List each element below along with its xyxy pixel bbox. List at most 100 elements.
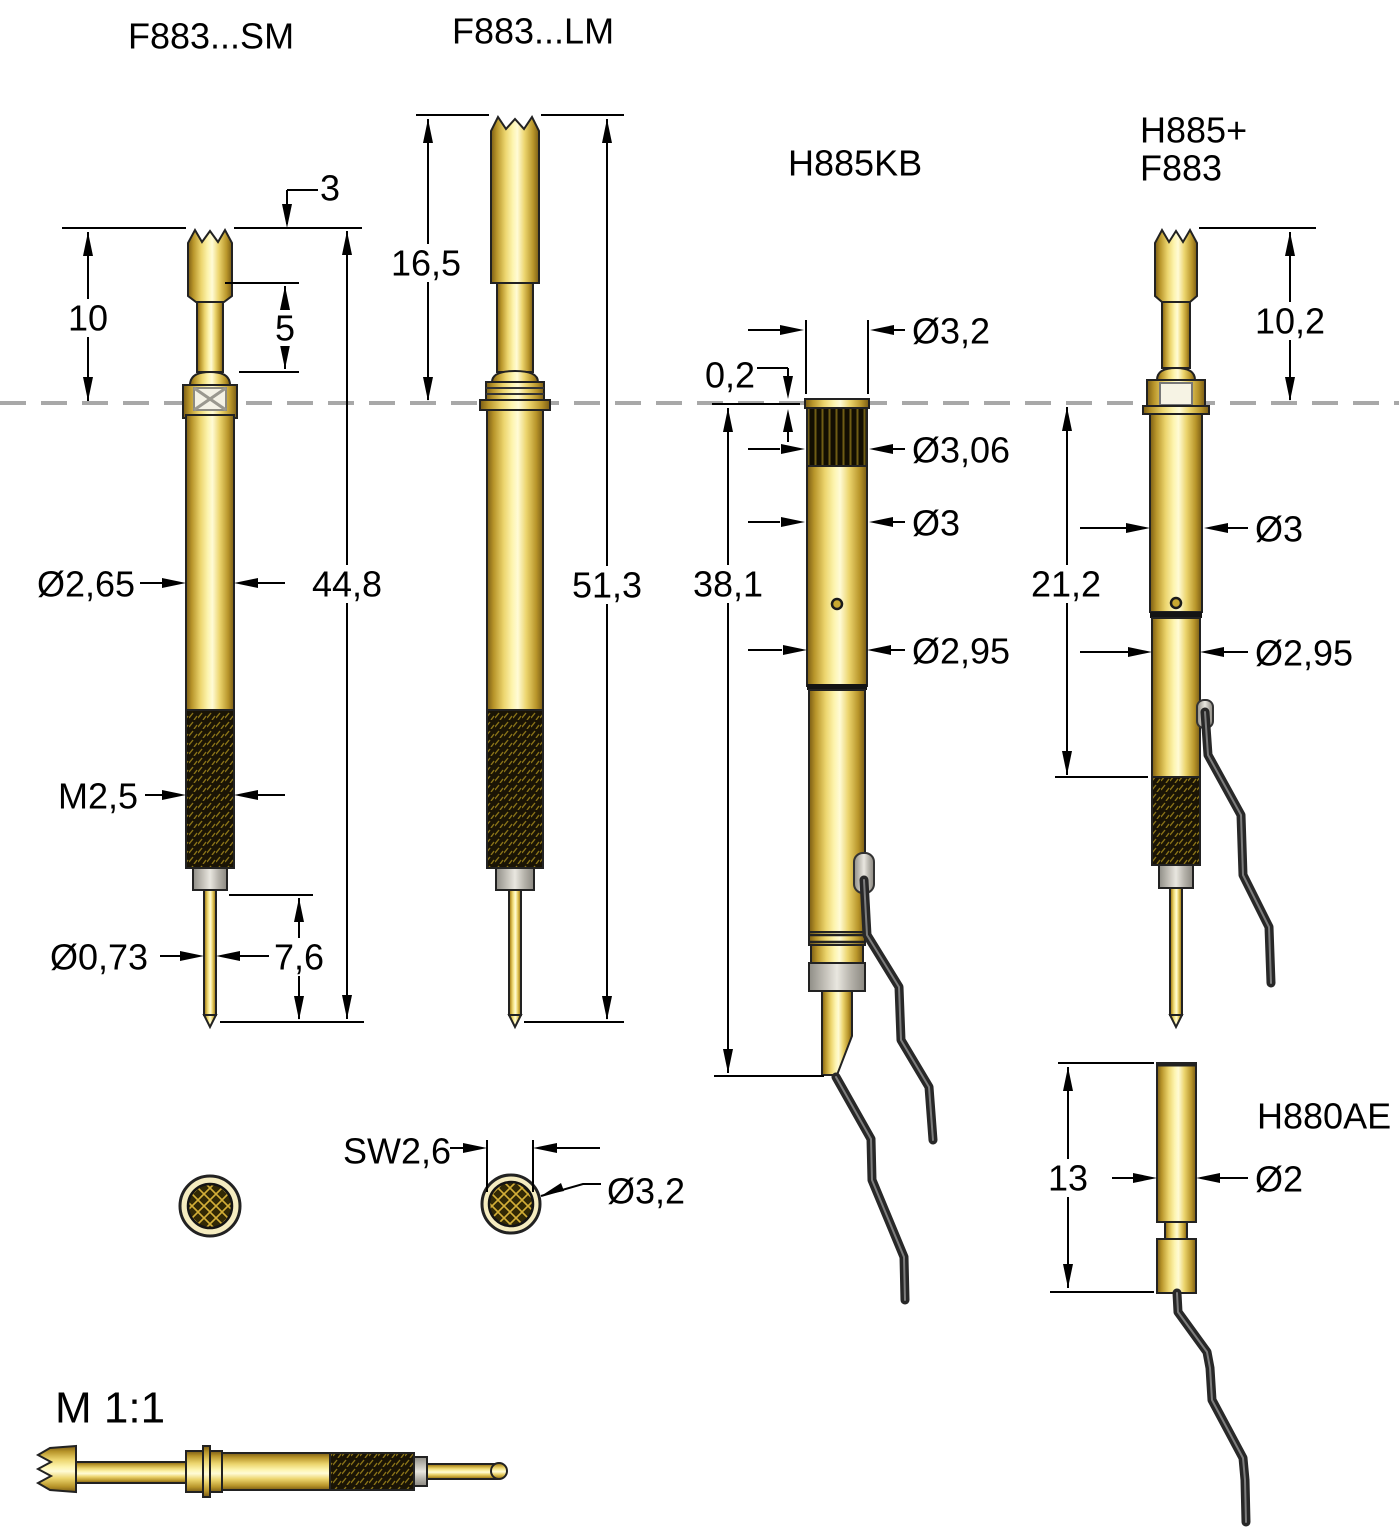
- dim-bg: [305, 565, 389, 603]
- probe2-title-label: F883...LM: [452, 11, 614, 52]
- dim-bg: [686, 565, 770, 603]
- dim-probe1-thread: M2,5: [58, 776, 138, 817]
- probe6-pin-tip: [490, 1462, 508, 1480]
- dim-probe1-pin-length: 7,6: [274, 937, 324, 978]
- dimension-lines: [62, 114, 1316, 1293]
- probe-f883-sm-drawing: [182, 227, 238, 1030]
- probe6-press-collar: [413, 1456, 428, 1487]
- probe2-collar-flange: [479, 399, 551, 411]
- scale-1to1-probe-drawing: [35, 1444, 508, 1498]
- probe2-thread: [486, 709, 544, 869]
- head-end-views: [178, 1173, 542, 1238]
- probe-h880ae-drawing: [1156, 1062, 1251, 1527]
- probe1-pin-tip: [202, 1014, 218, 1030]
- dim-probe3-body-diameter: Ø3: [912, 503, 960, 544]
- probe5-wire: [1172, 1288, 1251, 1527]
- probe1-press-collar: [192, 867, 228, 891]
- dim-probe1-pin-diameter: Ø0,73: [50, 937, 148, 978]
- probe1-termination-pin: [203, 889, 217, 1016]
- probe3-grey-collar: [808, 962, 866, 992]
- dim-probe4-body-diameter: Ø3: [1255, 509, 1303, 550]
- probe4-collar-dome: [1155, 366, 1197, 381]
- dim-probe3-knurl-diameter: Ø3,06: [912, 430, 1010, 471]
- probe5-neck: [1164, 1221, 1188, 1240]
- dim-bg: [62, 299, 114, 337]
- dim-probe1-top-length: 10: [68, 298, 108, 339]
- receptacle-h885kb-drawing: [804, 398, 938, 1305]
- dim-bg: [269, 938, 330, 976]
- dim-bg: [383, 244, 473, 282]
- probe2-plunger: [496, 282, 534, 373]
- probe4-wire: [1200, 707, 1276, 988]
- dim-probe1-overall-length: 44,8: [312, 564, 382, 605]
- probe4-title-line2-label: F883: [1140, 148, 1222, 189]
- dim-endview-head-diameter: Ø3,2: [607, 1171, 685, 1212]
- dim-bg: [1024, 565, 1108, 603]
- probe2-head: [490, 115, 540, 284]
- probe4-body: [1149, 413, 1203, 613]
- probe4-plunger: [1161, 301, 1191, 369]
- probe5-wire-highlight: [1176, 1292, 1247, 1523]
- probe4-thread: [1151, 776, 1201, 866]
- probe3-wire-left: [831, 1072, 910, 1305]
- dim-probe4-receptacle-length: 21,2: [1031, 564, 1101, 605]
- probe6-barrel: [221, 1452, 331, 1491]
- dim-probe5-length: 13: [1048, 1158, 1088, 1199]
- probe4-hex-flat: [1159, 382, 1193, 406]
- probe3-wire-right-highlight: [863, 879, 934, 1141]
- dim-probe4-lower-diameter: Ø2,95: [1255, 633, 1353, 674]
- dim-probe3-flange-diameter: Ø3,2: [912, 311, 990, 352]
- probe3-knurl: [806, 407, 868, 467]
- dim-probe4-top-length: 10,2: [1255, 301, 1325, 342]
- probe1-barrel: [185, 414, 235, 711]
- dim-probe3-lower-diameter: Ø2,95: [912, 631, 1010, 672]
- probe3-lower-body: [808, 689, 866, 933]
- probe6-termination-pin: [426, 1463, 498, 1480]
- dim-bg: [565, 566, 649, 604]
- dim-bg: [1246, 302, 1334, 340]
- probe2-collar-dome: [490, 369, 540, 383]
- probe3-separator: [807, 684, 867, 690]
- probe2-barrel: [486, 409, 544, 711]
- dim-bg: [1043, 1159, 1093, 1197]
- probe4-press-collar: [1158, 864, 1194, 889]
- dim-probe1-barrel-diameter: Ø2,65: [37, 564, 135, 605]
- end-view-right-serration: [487, 1180, 535, 1228]
- dim-endview-wrench-size: SW2,6: [343, 1131, 451, 1172]
- probe2-pin-tip: [507, 1014, 523, 1030]
- probe4-pin-tip: [1168, 1014, 1184, 1030]
- probe2-collar: [485, 381, 545, 401]
- assembly-h885-f883-drawing: [1142, 227, 1276, 1030]
- probe4-flange: [1142, 405, 1210, 415]
- probe2-press-collar: [495, 867, 535, 891]
- probe3-body: [806, 465, 868, 687]
- probe1-collar-cross: [193, 386, 227, 412]
- probe1-crown-head: [187, 227, 233, 303]
- probe1-collar-dome: [188, 370, 232, 386]
- drawing-texts: F883...SM F883...LM H885KB H885+ F883 H8…: [37, 11, 1391, 1433]
- scale-label: M 1:1: [55, 1384, 165, 1433]
- probe1-thread: [185, 709, 235, 869]
- probe4-separator: [1150, 612, 1202, 618]
- dim-probe3-flange-thickness: 0,2: [705, 355, 755, 396]
- dim-probe1-plunger-travel: 5: [275, 308, 295, 349]
- probe4-lower-body: [1151, 617, 1201, 778]
- probe3-neck: [810, 944, 864, 964]
- probe5-title-label: H880AE: [1257, 1096, 1391, 1137]
- probe1-title-label: F883...SM: [128, 16, 294, 57]
- probe3-wire-left-highlight: [835, 1076, 906, 1301]
- dim-probe2-top-length: 16,5: [391, 243, 461, 284]
- dim-probe5-diameter: Ø2: [1255, 1159, 1303, 1200]
- dim-probe2-overall-length: 51,3: [572, 565, 642, 606]
- probe5-cylinder: [1156, 1062, 1197, 1223]
- probe-f883-lm-drawing: [479, 115, 551, 1030]
- end-view-left-serration: [186, 1182, 234, 1230]
- probe2-termination-pin: [508, 889, 522, 1016]
- probe3-wire-right: [859, 875, 938, 1145]
- probe1-plunger: [196, 301, 224, 373]
- probe6-crown-head: [35, 1444, 77, 1494]
- probe3-flange: [804, 398, 870, 409]
- probe3-tail-pin: [821, 990, 853, 1076]
